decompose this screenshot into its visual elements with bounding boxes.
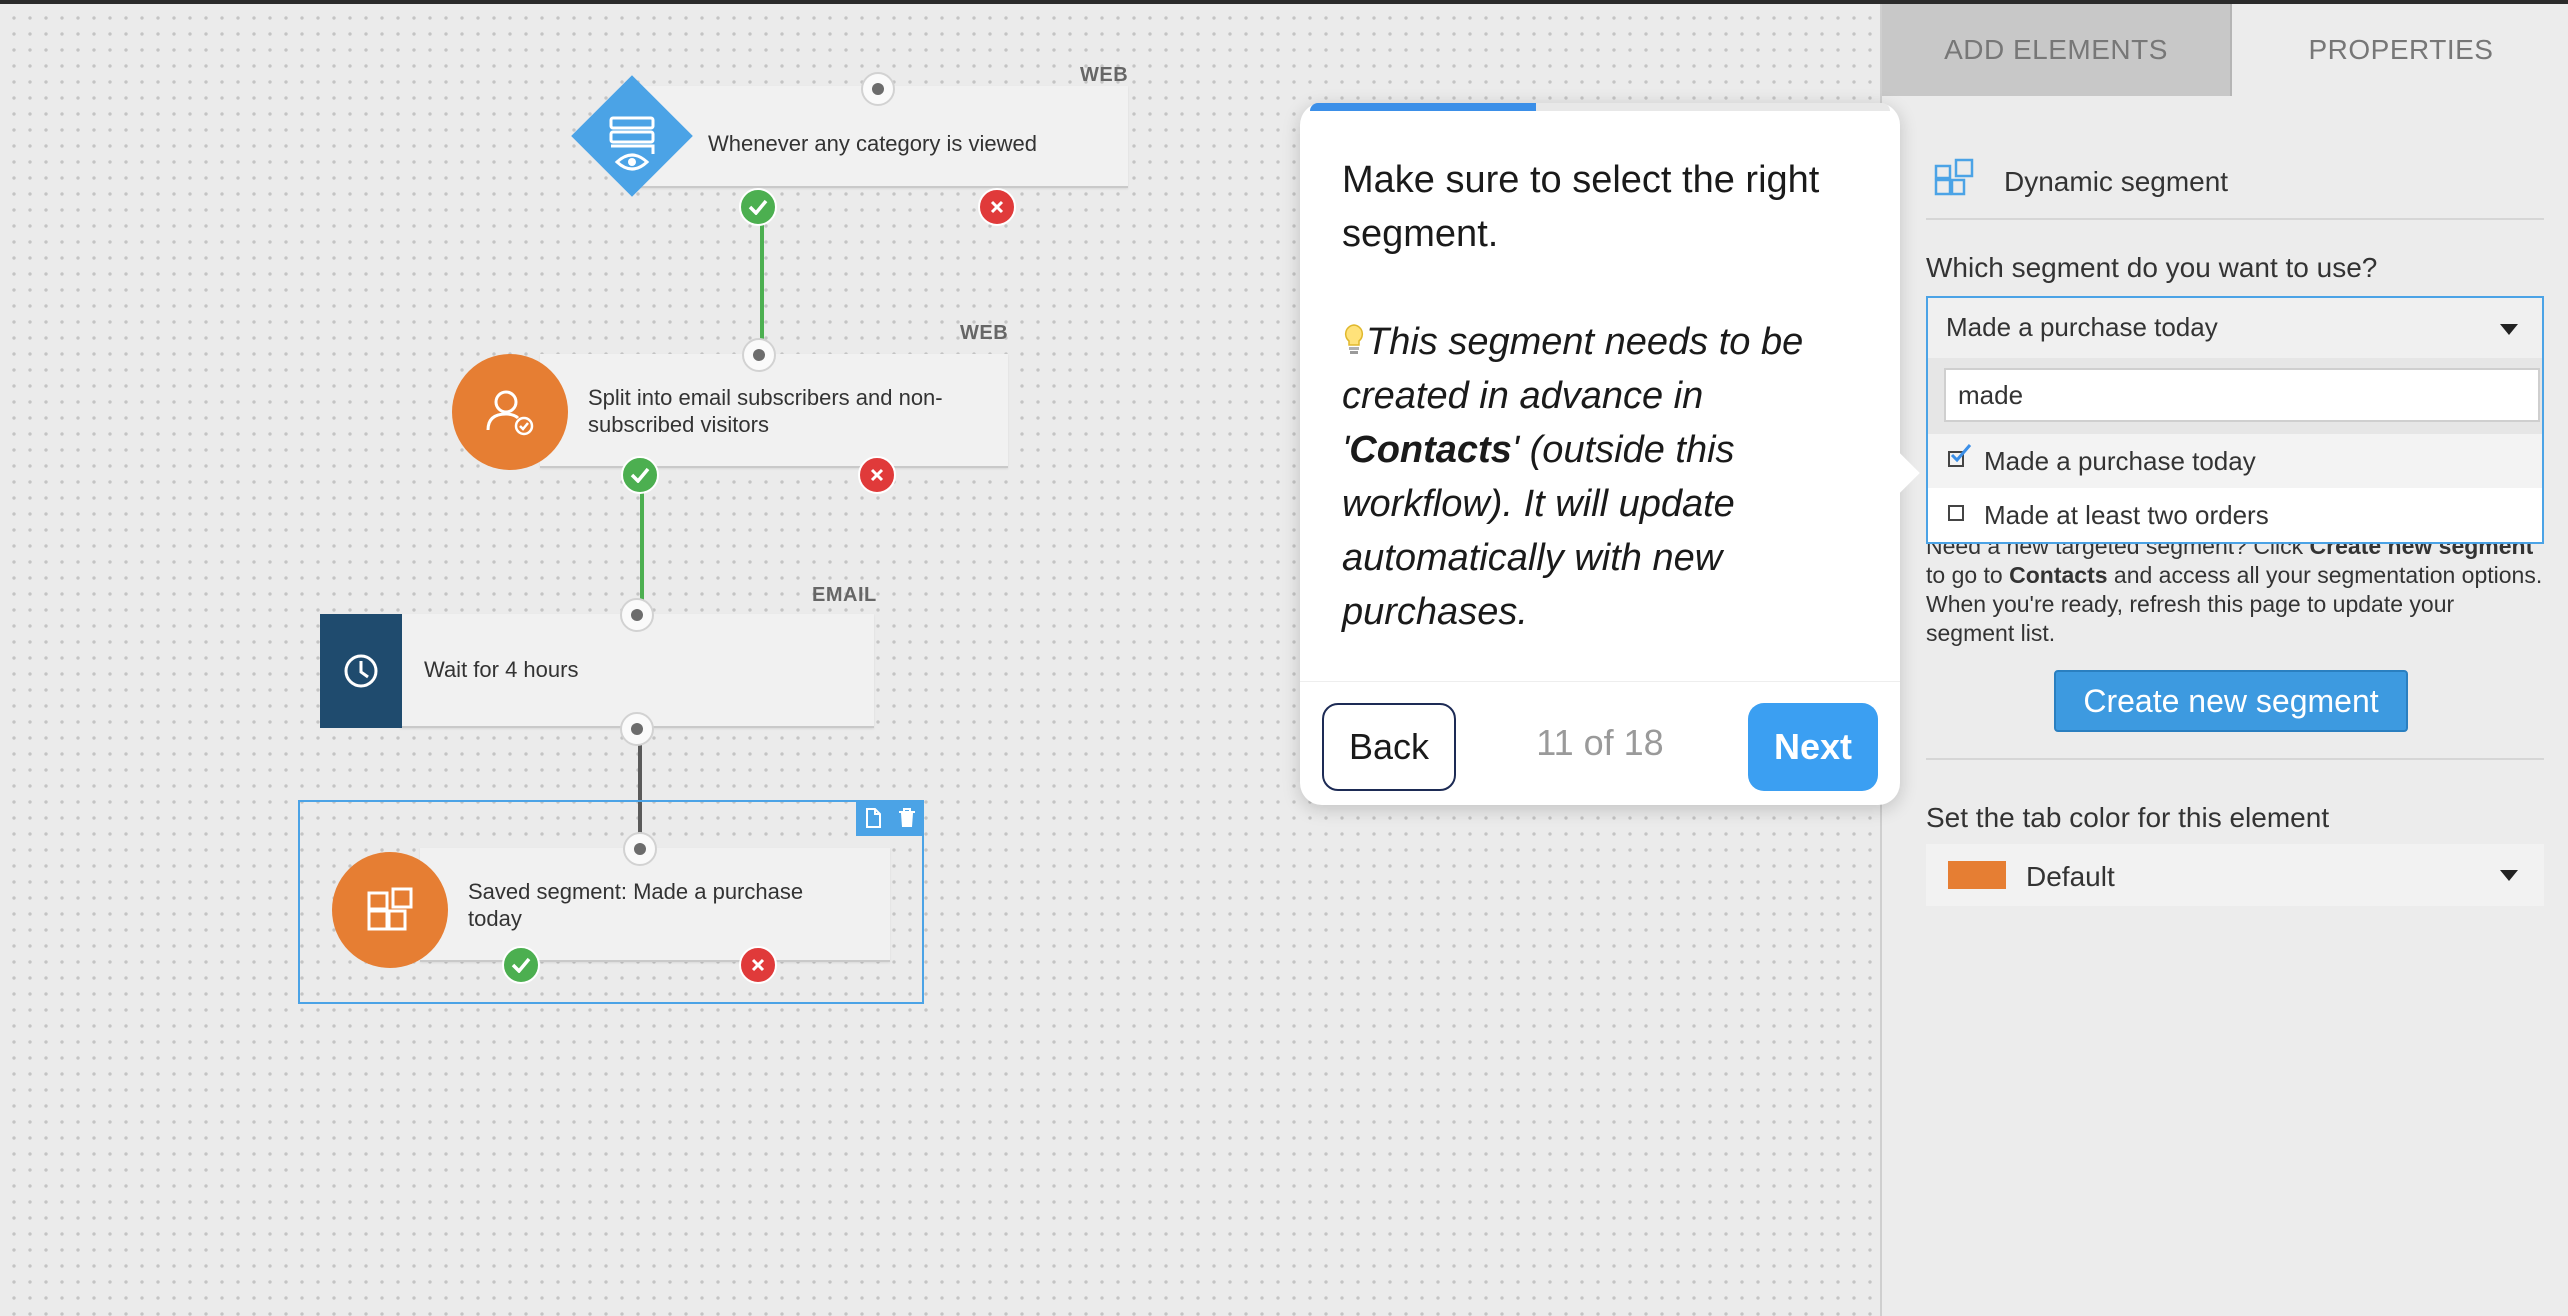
node-wait[interactable]: EMAIL Wait for 4 hours bbox=[320, 578, 880, 748]
tour-footer: Back 11 of 18 Next bbox=[1300, 681, 1900, 806]
tab-add-elements[interactable]: ADD ELEMENTS bbox=[1882, 4, 2232, 96]
tab-color-select[interactable]: Default bbox=[1926, 844, 2544, 906]
tour-tip: This segment needs to be created in adva… bbox=[1342, 321, 1804, 633]
node-input-port[interactable] bbox=[742, 338, 776, 372]
node-card bbox=[400, 614, 874, 728]
segment-search-input[interactable] bbox=[1944, 368, 2540, 422]
tour-heading: Make sure to select the right segment. bbox=[1342, 159, 1820, 255]
node-label: Whenever any category is viewed bbox=[708, 131, 1037, 156]
dynamic-segment-icon bbox=[1934, 158, 1974, 196]
segment-option-made-a-purchase-today[interactable]: Made a purchase today bbox=[1928, 434, 2542, 488]
tab-color-label: Set the tab color for this element bbox=[1926, 802, 2330, 833]
trash-icon[interactable] bbox=[897, 807, 917, 829]
segment-dropdown[interactable]: Made a purchase today Made a purchase to… bbox=[1926, 296, 2544, 544]
tour-progress-bar bbox=[1310, 103, 1890, 111]
top-bar bbox=[0, 0, 2568, 4]
node-card bbox=[420, 848, 890, 962]
no-branch-icon[interactable] bbox=[858, 456, 896, 494]
no-branch-icon[interactable] bbox=[978, 188, 1016, 226]
clock-icon bbox=[344, 654, 378, 688]
segment-help-text: Need a new targeted segment? Click Creat… bbox=[1926, 533, 2543, 646]
tour-step-counter: 11 of 18 bbox=[1536, 722, 1664, 763]
selected-node-frame bbox=[298, 800, 924, 1004]
create-new-segment-button[interactable]: Create new segment bbox=[2054, 670, 2408, 732]
segment-search-wrap bbox=[1928, 358, 2542, 434]
node-label: Split into email subscribers and non-sub… bbox=[588, 385, 943, 437]
segment-dropdown-selected[interactable]: Made a purchase today bbox=[1928, 298, 2542, 358]
segment-icon bbox=[367, 887, 413, 931]
next-button[interactable]: Next bbox=[1748, 703, 1878, 791]
connector-split-wait bbox=[640, 492, 644, 612]
node-split[interactable]: WEB Split into email subscribers and non… bbox=[450, 322, 1010, 502]
node-input-port[interactable] bbox=[623, 832, 657, 866]
node-input-port[interactable] bbox=[620, 598, 654, 632]
color-swatch bbox=[1948, 861, 2006, 889]
checkbox-icon bbox=[1948, 505, 1964, 521]
duplicate-icon[interactable] bbox=[863, 807, 883, 829]
yes-branch-icon[interactable] bbox=[739, 188, 777, 226]
node-channel-label: WEB bbox=[960, 322, 1009, 344]
node-channel-label: EMAIL bbox=[812, 584, 877, 606]
node-saved-segment[interactable]: Saved segment: Made a purchase today bbox=[330, 814, 910, 994]
chevron-down-icon[interactable] bbox=[2500, 870, 2518, 881]
connector-trigger-split bbox=[760, 222, 764, 354]
segment-option-made-at-least-two-orders[interactable]: Made at least two orders bbox=[1928, 488, 2542, 542]
category-viewed-icon bbox=[609, 116, 655, 171]
node-label: Saved segment: Made a purchase today bbox=[468, 879, 804, 931]
yes-branch-icon[interactable] bbox=[621, 456, 659, 494]
node-channel-label: WEB bbox=[1080, 64, 1129, 86]
checkbox-icon bbox=[1948, 451, 1964, 467]
connector-wait-segment bbox=[638, 728, 642, 836]
segment-question-label: Which segment do you want to use? bbox=[1926, 252, 2378, 283]
node-toolbar bbox=[856, 800, 924, 836]
yes-branch-icon[interactable] bbox=[502, 946, 540, 984]
node-input-port[interactable] bbox=[861, 72, 895, 106]
node-segment-circle bbox=[332, 852, 448, 968]
tour-content: Make sure to select the right segment. T… bbox=[1342, 153, 1862, 639]
node-label: Wait for 4 hours bbox=[424, 657, 579, 682]
lightbulb-icon bbox=[1344, 324, 1364, 354]
checkmark-icon bbox=[1950, 444, 1972, 463]
node-trigger[interactable]: WEB Whenever any category is viewed bbox=[560, 64, 1130, 226]
back-button[interactable]: Back bbox=[1322, 703, 1456, 791]
node-card bbox=[540, 354, 1008, 468]
node-output-port[interactable] bbox=[620, 712, 654, 746]
tab-properties[interactable]: PROPERTIES bbox=[2232, 4, 2568, 96]
divider bbox=[1926, 758, 2544, 760]
user-check-icon bbox=[486, 390, 534, 436]
node-wait-square bbox=[320, 614, 402, 728]
tour-popover: Make sure to select the right segment. T… bbox=[1300, 103, 1920, 806]
node-split-circle bbox=[452, 354, 568, 470]
tour-progress-fill bbox=[1310, 103, 1537, 111]
properties-panel: ADD ELEMENTS PROPERTIES Dynamic segment … bbox=[1880, 4, 2568, 1316]
no-branch-icon[interactable] bbox=[739, 946, 777, 984]
chevron-down-icon[interactable] bbox=[2500, 324, 2518, 335]
element-title: Dynamic segment bbox=[2004, 166, 2229, 197]
divider bbox=[1926, 218, 2544, 220]
